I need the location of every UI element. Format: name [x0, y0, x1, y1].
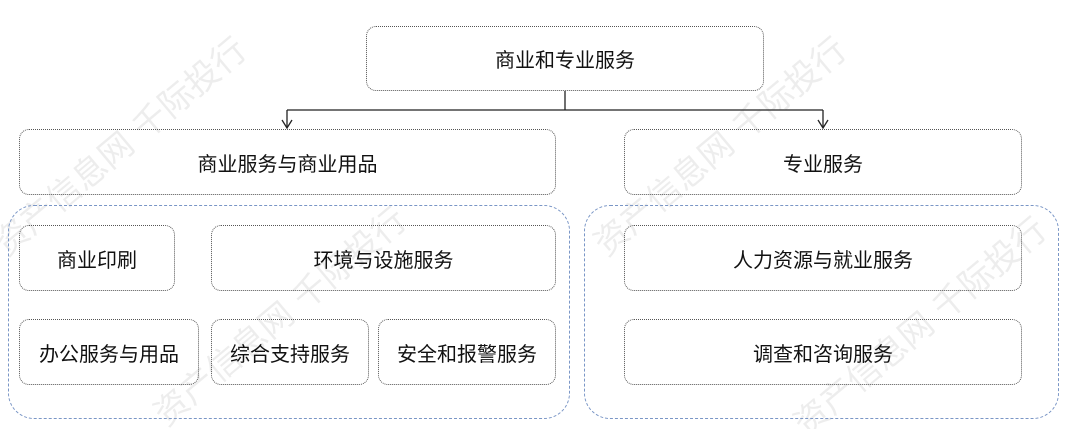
left-category-node: 商业服务与商业用品 [19, 129, 556, 195]
node-environmental-facilities: 环境与设施服务 [211, 225, 556, 291]
arrow-left [281, 119, 293, 130]
left-group [8, 205, 570, 419]
node-office-services: 办公服务与用品 [19, 319, 199, 385]
node-research-consulting: 调查和咨询服务 [624, 319, 1022, 385]
node-hr-employment: 人力资源与就业服务 [624, 225, 1022, 291]
node-security-alarm: 安全和报警服务 [378, 319, 556, 385]
root-node: 商业和专业服务 [366, 26, 764, 91]
connector-lines [286, 91, 824, 127]
right-category-node: 专业服务 [624, 129, 1022, 195]
right-group [584, 205, 1059, 419]
node-diversified-support: 综合支持服务 [211, 319, 369, 385]
node-commercial-printing: 商业印刷 [19, 225, 175, 291]
arrow-right [817, 119, 829, 130]
